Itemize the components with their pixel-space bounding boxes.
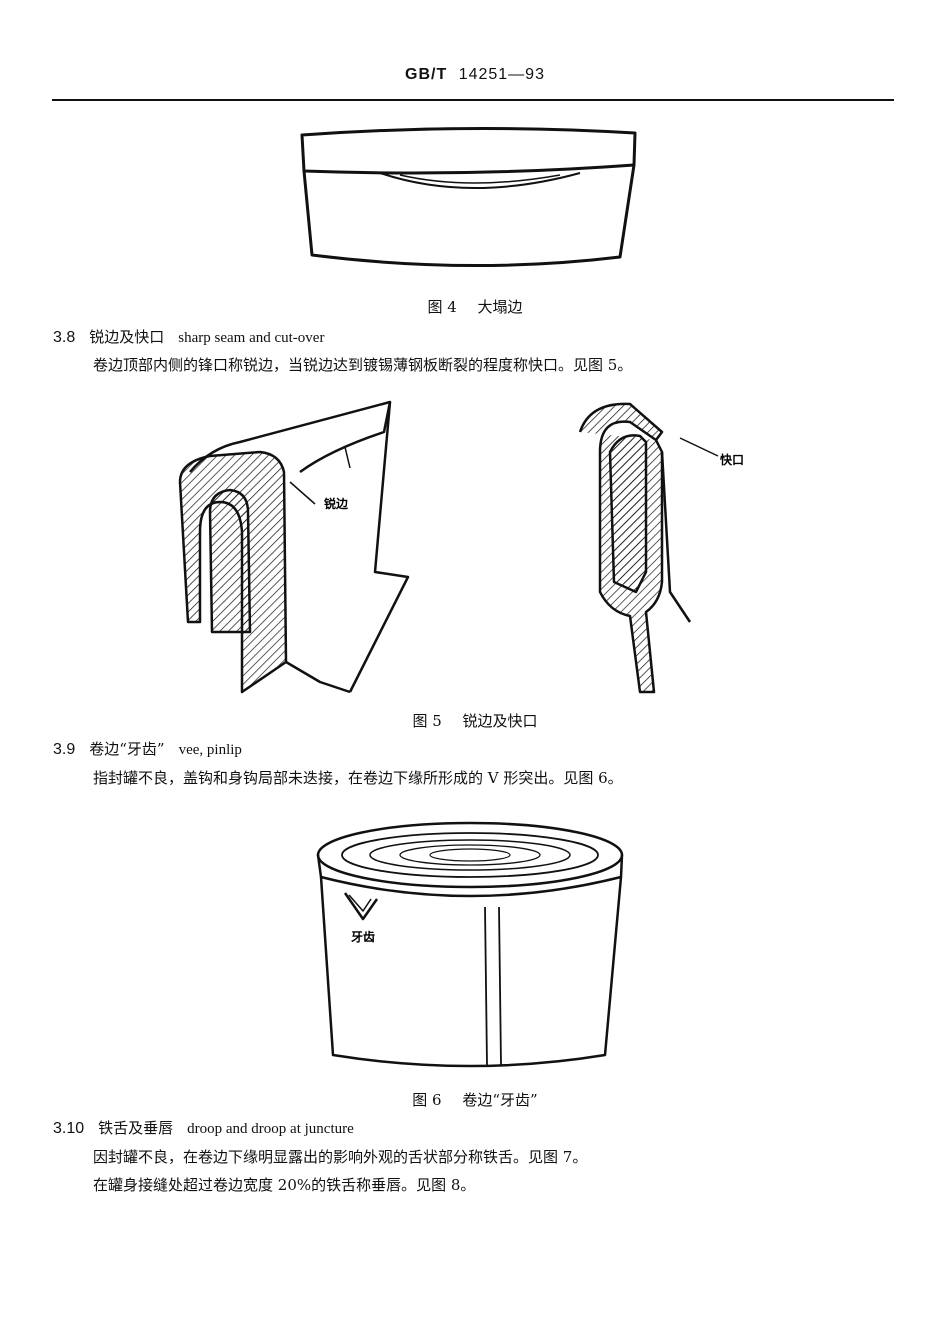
standard-number: 14251—93 <box>458 66 545 83</box>
section-3-8-title-zh: 锐边及快口 <box>89 328 165 346</box>
section-3-8-heading: 3.8 锐边及快口 sharp seam and cut-over <box>53 326 324 347</box>
figure-4-number: 图 4 <box>427 298 457 316</box>
figure-4-caption: 图 4 大塌边 <box>0 296 950 317</box>
figure-5-label-left: 锐边 <box>324 496 349 511</box>
section-3-9-heading: 3.9 卷边“牙齿” vee, pinlip <box>53 738 242 759</box>
figure-4-title: 大塌边 <box>477 298 523 316</box>
section-3-9-title-zh: 卷边“牙齿” <box>89 740 165 758</box>
standard-code: GB/T <box>405 66 448 83</box>
page-header: GB/T 14251—93 <box>0 66 950 84</box>
section-3-9-number: 3.9 <box>53 741 76 758</box>
section-3-9-title-en: vee, pinlip <box>178 742 242 758</box>
figure-5-caption: 图 5 锐边及快口 <box>0 710 950 731</box>
section-3-10-title-zh: 铁舌及垂唇 <box>98 1119 174 1137</box>
section-3-10-text-1: 因封罐不良，在卷边下缘明显露出的影响外观的舌状部分称铁舌。见图 7。 <box>93 1148 588 1166</box>
section-3-8-number: 3.8 <box>53 329 76 346</box>
figure-6-caption: 图 6 卷边“牙齿” <box>0 1089 950 1110</box>
section-3-10-text-2: 在罐身接缝处超过卷边宽度 20%的铁舌称垂唇。见图 8。 <box>93 1176 476 1194</box>
figure-4-drawing <box>300 126 637 267</box>
figure-5-title: 锐边及快口 <box>462 712 538 730</box>
figure-6-drawing: 牙齿 <box>316 821 624 1068</box>
header-rule <box>52 99 894 101</box>
figure-6-label: 牙齿 <box>351 929 375 944</box>
section-3-8-text: 卷边顶部内侧的锋口称锐边，当锐边达到镀锡薄钢板断裂的程度称快口。见图 5。 <box>93 356 633 374</box>
section-3-10-title-en: droop and droop at juncture <box>187 1121 354 1137</box>
figure-6-number: 图 6 <box>412 1091 442 1109</box>
figure-6-title: 卷边“牙齿” <box>462 1091 538 1109</box>
figure-5-label-right: 快口 <box>720 452 744 467</box>
section-3-9-text: 指封罐不良，盖钩和身钩局部未迭接，在卷边下缘所形成的 V 形突出。见图 6。 <box>93 769 623 787</box>
section-3-8-title-en: sharp seam and cut-over <box>178 330 325 346</box>
section-3-10-heading: 3.10 铁舌及垂唇 droop and droop at juncture <box>53 1117 354 1138</box>
figure-5-drawing: 锐边 快口 <box>178 400 744 694</box>
figure-5-number: 图 5 <box>412 712 442 730</box>
section-3-10-number: 3.10 <box>53 1120 85 1137</box>
